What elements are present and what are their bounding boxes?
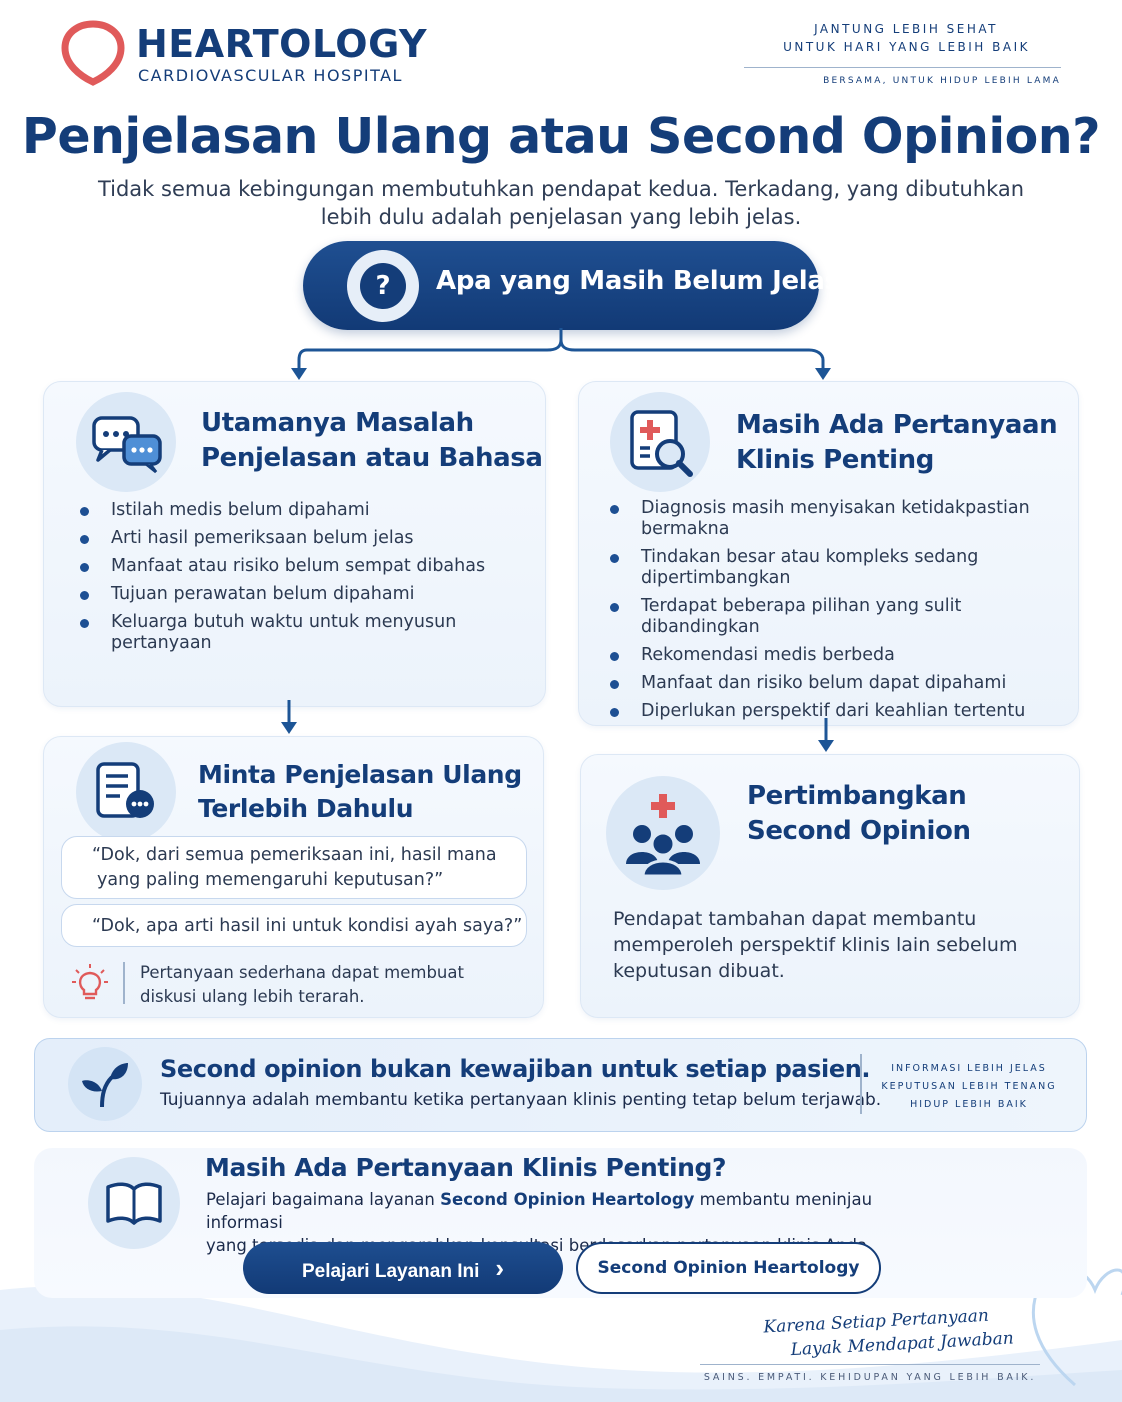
subtitle-line1: Tidak semua kebingungan membutuhkan pend… <box>97 177 1025 201</box>
second-opinion-description: Pendapat tambahan dapat membantu mempero… <box>613 906 1017 984</box>
list-item: Rekomendasi medis berbeda <box>610 645 1065 666</box>
clinical-card-title-line2: Klinis Penting <box>736 445 934 475</box>
header-small-tagline: BERSAMA, UNTUK HIDUP LEBIH LAMA <box>823 76 1061 86</box>
notice-divider <box>860 1054 862 1114</box>
language-card-title: Utamanya Masalah Penjelasan atau Bahasa <box>201 406 543 476</box>
medical-team-icon <box>606 776 720 890</box>
tip-divider <box>123 962 125 1004</box>
second-opinion-title: Pertimbangkan Second Opinion <box>747 779 971 849</box>
down-arrow-left <box>281 700 297 734</box>
learn-service-button[interactable]: Pelajari Layanan Ini › <box>243 1242 563 1294</box>
header-tagline: JANTUNG LEBIH SEHAT UNTUK HARI YANG LEBI… <box>700 20 1030 56</box>
list-item: Diperlukan perspektif dari keahlian tert… <box>610 701 1065 722</box>
notice-body: Tujuannya adalah membantu ketika pertany… <box>160 1090 882 1110</box>
second-opinion-title-line1: Pertimbangkan <box>747 781 967 811</box>
footer-divider <box>700 1364 1040 1365</box>
list-item: Tujuan perawatan belum dipahami <box>80 584 500 605</box>
notice-value-3: HIDUP LEBIH BAIK <box>910 1099 1028 1110</box>
notice-values: INFORMASI LEBIH JELAS KEPUTUSAN LEBIH TE… <box>868 1060 1070 1114</box>
medical-search-icon <box>610 392 710 492</box>
page-title: Penjelasan Ulang atau Second Opinion? <box>21 108 1101 165</box>
list-item: Terdapat beberapa pilihan yang sulit dib… <box>610 596 1065 638</box>
language-issue-list: Istilah medis belum dipahami Arti hasil … <box>80 500 500 661</box>
brand-name: HEARTOLOGY <box>136 22 427 66</box>
subtitle-line2: lebih dulu adalah penjelasan yang lebih … <box>320 205 802 229</box>
page-subtitle: Tidak semua kebingungan membutuhkan pend… <box>90 175 1032 231</box>
heart-logo-icon <box>61 20 125 86</box>
list-item: Keluarga butuh waktu untuk menyusun pert… <box>80 612 500 654</box>
cta-body-highlight: Second Opinion Heartology <box>440 1190 695 1209</box>
down-arrow-right <box>818 718 834 752</box>
clinical-question-list: Diagnosis masih menyisakan ketidakpastia… <box>610 498 1065 729</box>
list-item: Istilah medis belum dipahami <box>80 500 500 521</box>
clinical-card-title-line1: Masih Ada Pertanyaan <box>736 410 1058 440</box>
example-question-1: “Dok, dari semua pemeriksaan ini, hasil … <box>61 836 527 899</box>
re-explanation-title-line2: Terlebih Dahulu <box>198 794 414 823</box>
list-item: Arti hasil pemeriksaan belum jelas <box>80 528 500 549</box>
lightbulb-icon <box>72 964 108 1000</box>
re-explanation-title: Minta Penjelasan Ulang Terlebih Dahulu <box>198 758 522 826</box>
example-question-2: “Dok, apa arti hasil ini untuk kondisi a… <box>61 904 527 947</box>
tip-text-line2: diskusi ulang lebih terarah. <box>140 987 365 1006</box>
learn-service-label: Pelajari Layanan Ini <box>301 1261 480 1282</box>
footer-motto: SAINS. EMPATI. KEHIDUPAN YANG LEBIH BAIK… <box>703 1372 1037 1383</box>
second-opinion-link-button[interactable]: Second Opinion Heartology <box>576 1242 881 1294</box>
re-explanation-title-line1: Minta Penjelasan Ulang <box>198 760 522 789</box>
cta-body-text: Pelajari bagaimana layanan <box>206 1190 441 1209</box>
list-item: Manfaat atau risiko belum sempat dibahas <box>80 556 500 577</box>
list-item: Manfaat dan risiko belum dapat dipahami <box>610 673 1065 694</box>
chat-bubbles-icon <box>76 392 176 492</box>
notice-headline: Second opinion bukan kewajiban untuk set… <box>160 1055 871 1083</box>
tip-text-line1: Pertanyaan sederhana dapat membuat <box>140 963 464 982</box>
tagline-line2: UNTUK HARI YANG LEBIH BAIK <box>783 40 1030 54</box>
example-question-1-line1: “Dok, dari semua pemeriksaan ini, hasil … <box>92 845 497 865</box>
notice-value-1: INFORMASI LEBIH JELAS <box>891 1063 1047 1074</box>
notice-banner <box>34 1038 1087 1132</box>
language-card-title-line1: Utamanya Masalah <box>201 408 474 438</box>
list-item: Tindakan besar atau kompleks sedang dipe… <box>610 547 990 589</box>
cta-body-text-end: membantu meninjau informasi <box>206 1190 873 1232</box>
header-divider <box>744 67 1061 68</box>
cta-body-line1: Pelajari bagaimana layanan Second Opinio… <box>206 1188 946 1234</box>
branch-connector <box>291 328 831 380</box>
sprout-icon <box>68 1047 142 1121</box>
cta-title: Masih Ada Pertanyaan Klinis Penting? <box>205 1153 727 1182</box>
chevron-right-icon: › <box>495 1253 505 1283</box>
open-book-icon <box>88 1157 180 1249</box>
question-mark-icon: ? <box>360 263 406 309</box>
example-question-1-line2: yang paling memengaruhi keputusan?” <box>97 870 444 890</box>
language-card-title-line2: Penjelasan atau Bahasa <box>201 443 543 473</box>
clinical-card-title: Masih Ada Pertanyaan Klinis Penting <box>736 408 1058 478</box>
question-label: Apa yang Masih Belum Jelas? <box>436 266 855 296</box>
brand-subtitle: CARDIOVASCULAR HOSPITAL <box>138 66 403 85</box>
tip-text: Pertanyaan sederhana dapat membuat disku… <box>140 961 464 1009</box>
second-opinion-title-line2: Second Opinion <box>747 816 971 846</box>
notice-value-2: KEPUTUSAN LEBIH TENANG <box>881 1081 1057 1092</box>
background-wave <box>0 1286 1122 1402</box>
document-chat-icon <box>76 742 176 842</box>
second-opinion-description-line1: Pendapat tambahan dapat membantu <box>613 908 977 930</box>
tagline-line1: JANTUNG LEBIH SEHAT <box>814 22 998 36</box>
list-item: Diagnosis masih menyisakan ketidakpastia… <box>610 498 1030 540</box>
second-opinion-description-line2: memperoleh perspektif klinis lain sebelu… <box>613 934 1018 956</box>
second-opinion-description-line3: keputusan dibuat. <box>613 960 785 982</box>
